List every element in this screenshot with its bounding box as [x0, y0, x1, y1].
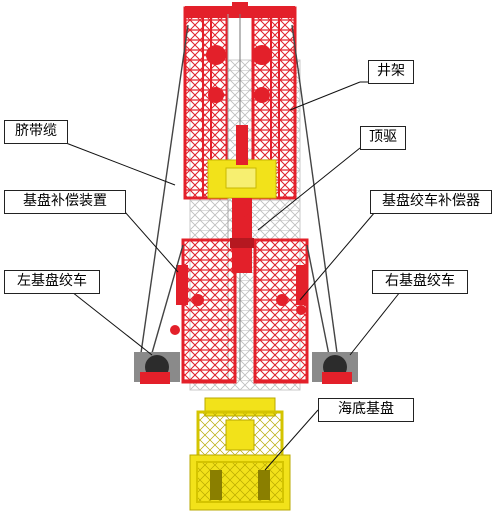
umbilical-cables	[139, 24, 339, 361]
label-umbilical: 脐带缆	[4, 120, 68, 144]
label-right-winch: 右基盘绞车	[372, 270, 468, 294]
label-derrick: 井架	[368, 60, 414, 84]
label-winch-compensator: 基盘绞车补偿器	[370, 190, 492, 214]
derrick-lower-right-tower	[253, 238, 309, 384]
label-top-drive: 顶驱	[360, 126, 406, 150]
left-winch	[134, 352, 180, 384]
label-subsea-template: 海底基盘	[318, 398, 414, 422]
label-base-compensator: 基盘补偿装置	[4, 190, 126, 214]
top-drive	[207, 125, 277, 273]
label-left-winch: 左基盘绞车	[4, 270, 100, 294]
subsea-template	[189, 397, 291, 511]
derrick-lower-left-tower	[170, 238, 237, 384]
derrick-upper-left-tower	[183, 6, 229, 200]
callout-leaders	[65, 81, 401, 471]
right-winch	[312, 352, 358, 384]
